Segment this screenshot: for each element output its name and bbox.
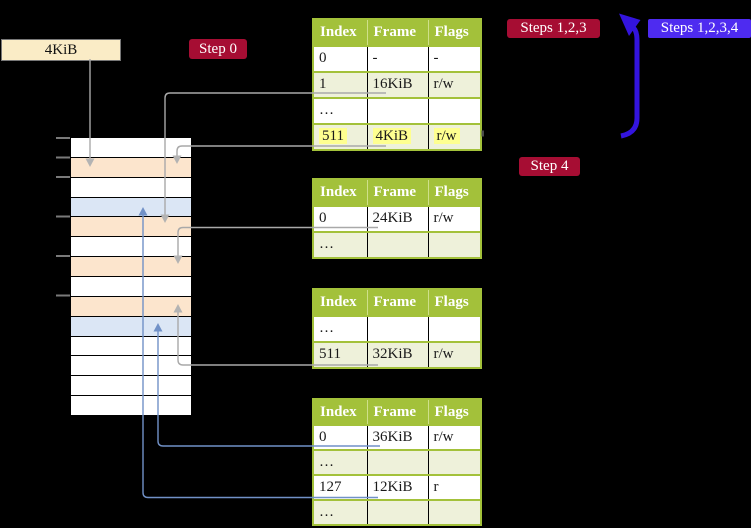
step4-label: Step 4 — [519, 157, 580, 176]
column-header: Index — [313, 179, 368, 206]
column-header: Flags — [428, 179, 481, 206]
frame-cell — [367, 449, 429, 475]
index-cell: 0 — [313, 45, 368, 72]
frame-cell — [367, 97, 429, 124]
frame-cell — [367, 231, 429, 258]
flags-cell — [428, 97, 481, 124]
table-row: … — [313, 499, 481, 525]
step0-label: Step 0 — [189, 39, 247, 59]
column-header: Index — [313, 399, 368, 425]
index-cell: … — [313, 315, 368, 342]
flags-cell — [428, 231, 481, 258]
index-cell: 1 — [313, 71, 368, 98]
column-header: Frame — [367, 19, 429, 46]
memory-frame-row-peach — [71, 216, 191, 237]
flags-cell: r/w — [428, 205, 481, 232]
flags-cell: r/w — [428, 424, 481, 450]
frame-cell — [367, 499, 429, 525]
flags-cell: r — [428, 474, 481, 500]
flags-cell: - — [428, 45, 481, 72]
column-header: Frame — [367, 179, 429, 206]
index-cell: 511 — [313, 341, 368, 368]
frame-cell: - — [367, 45, 429, 72]
table-row: 0 36KiB r/w — [313, 424, 481, 450]
flags-cell — [428, 315, 481, 342]
recursive-mapping-arrow — [619, 13, 641, 139]
index-cell: 511 — [313, 123, 368, 150]
memory-frame-row-white — [71, 395, 191, 416]
frame-cell: 4KiB — [367, 123, 429, 150]
flags-cell: r/w — [428, 71, 481, 98]
table-row: 0 24KiB r/w — [313, 205, 481, 232]
table-row: 1 16KiB r/w — [313, 71, 481, 98]
index-cell: … — [313, 499, 368, 525]
page-table-level3: Index Frame Flags 0 24KiB r/w … — [312, 178, 482, 259]
index-cell: 127 — [313, 474, 368, 500]
frame-size-label: 4KiB — [1, 39, 121, 61]
column-header: Frame — [367, 289, 429, 316]
memory-frame-row-white — [71, 138, 191, 157]
table-row: … — [313, 97, 481, 124]
index-cell: … — [313, 449, 368, 475]
frame-cell: 12KiB — [367, 474, 429, 500]
flags-cell: r/w — [428, 123, 481, 150]
highlight: r/w — [433, 128, 460, 144]
frame-cell: 16KiB — [367, 71, 429, 98]
table-row: 511 32KiB r/w — [313, 341, 481, 368]
index-cell: 0 — [313, 424, 368, 450]
index-cell: 0 — [313, 205, 368, 232]
memory-frame-row-white — [71, 176, 191, 197]
memory-frame-row-peach — [71, 295, 191, 316]
column-header: Index — [313, 289, 368, 316]
highlight: 511 — [319, 128, 347, 144]
memory-frame-row-peach — [71, 256, 191, 277]
table-row: 127 12KiB r — [313, 474, 481, 500]
memory-frame-row-white — [71, 276, 191, 296]
table-header-row: Index Frame Flags — [313, 289, 481, 316]
frame-cell: 24KiB — [367, 205, 429, 232]
flags-cell: r/w — [428, 341, 481, 368]
column-header: Frame — [367, 399, 429, 425]
steps1234-label: Steps 1,2,3,4 — [648, 19, 751, 38]
frame-cell: 32KiB — [367, 341, 429, 368]
table-row: 0 - - — [313, 45, 481, 72]
column-header: Flags — [428, 399, 481, 425]
memory-frame-row-white — [71, 375, 191, 396]
memory-frame-row-white — [71, 236, 191, 257]
table-row: … — [313, 449, 481, 475]
memory-frame-row-blue — [71, 315, 191, 336]
memory-frame-row-peach — [71, 156, 191, 177]
steps123-label: Steps 1,2,3 — [507, 19, 600, 38]
frame-cell — [367, 315, 429, 342]
page-table-level1: Index Frame Flags 0 36KiB r/w … 127 12Ki… — [312, 398, 482, 526]
flags-cell — [428, 449, 481, 475]
table-row-highlighted: 511 4KiB r/w — [313, 123, 481, 150]
flags-cell — [428, 499, 481, 525]
table-row: … — [313, 231, 481, 258]
physical-memory-column — [70, 137, 192, 416]
page-table-level4: Index Frame Flags 0 - - 1 16KiB r/w … 51… — [312, 18, 482, 151]
column-header: Flags — [428, 289, 481, 316]
frame-cell: 36KiB — [367, 424, 429, 450]
column-header: Index — [313, 19, 368, 46]
table-header-row: Index Frame Flags — [313, 399, 481, 425]
memory-frame-row-white — [71, 355, 191, 376]
table-header-row: Index Frame Flags — [313, 179, 481, 206]
memory-frame-row-white — [71, 335, 191, 356]
table-row: … — [313, 315, 481, 342]
column-header: Flags — [428, 19, 481, 46]
memory-frame-row-blue — [71, 196, 191, 217]
memory-address-ticks — [56, 137, 70, 297]
highlight: 4KiB — [372, 128, 412, 144]
page-table-level2: Index Frame Flags … 511 32KiB r/w — [312, 288, 482, 369]
table-header-row: Index Frame Flags — [313, 19, 481, 46]
index-cell: … — [313, 231, 368, 258]
index-cell: … — [313, 97, 368, 124]
